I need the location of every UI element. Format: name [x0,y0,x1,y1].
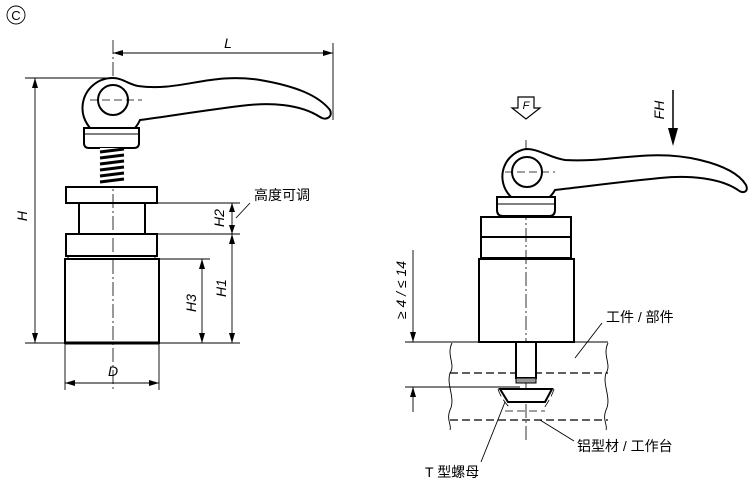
dim-H1: H1 [213,279,229,297]
left-dimensions: L H H2 H1 H3 D 高度可调 [14,35,334,390]
drawing-line [480,401,506,463]
left-view-clamp [64,40,332,392]
drawing-line [6,5,26,25]
drawing-line [515,377,537,384]
pressure-cap [496,196,556,217]
drawing-line: C [11,8,20,23]
drawing-line [497,388,555,412]
clamp-range-label: ≥ 4 / ≤ 14 [393,261,409,319]
drawing-line [410,387,416,397]
drawing-line [604,342,609,431]
drawing-line [574,322,603,359]
profile-label: 铝型材 / 工作台 [577,438,673,454]
spring [99,147,125,186]
drawing-line [539,419,575,442]
dim-H: H [14,210,30,221]
adjustable-height-label: 高度可调 [254,187,310,203]
variant-mark: C [6,5,26,25]
base-body [64,258,160,344]
drawing-line [668,128,678,146]
drawing-line: F [523,100,531,112]
drawing-line [199,259,205,343]
workpiece [410,341,609,431]
force-FH-arrow [668,90,678,146]
dim-H3: H3 [183,294,199,312]
right-view-clamp: F FH ≥ 4 / ≤ 14 [393,90,748,480]
drawing-line [65,380,159,386]
drawing-line [229,203,235,234]
knurled-nut-upper [65,186,158,204]
dim-H2: H2 [211,209,227,227]
sleeve [78,202,146,235]
threaded-stem [515,341,537,379]
t-nut-label: T 型螺母 [425,464,479,480]
drawing-line [99,147,125,184]
force-F-arrow [510,96,542,120]
dim-L: L [224,35,232,51]
knurled-nut-lower [65,233,158,257]
force-FH-label: FH [651,100,667,120]
drawing-line [235,202,251,219]
dim-D: D [108,363,118,379]
base-body [478,258,575,343]
workpiece-label: 工件 / 部件 [606,309,674,325]
t-nut [498,388,554,403]
drawing-line [448,342,453,431]
pressure-cap [83,127,140,149]
drawing-line [410,332,416,342]
